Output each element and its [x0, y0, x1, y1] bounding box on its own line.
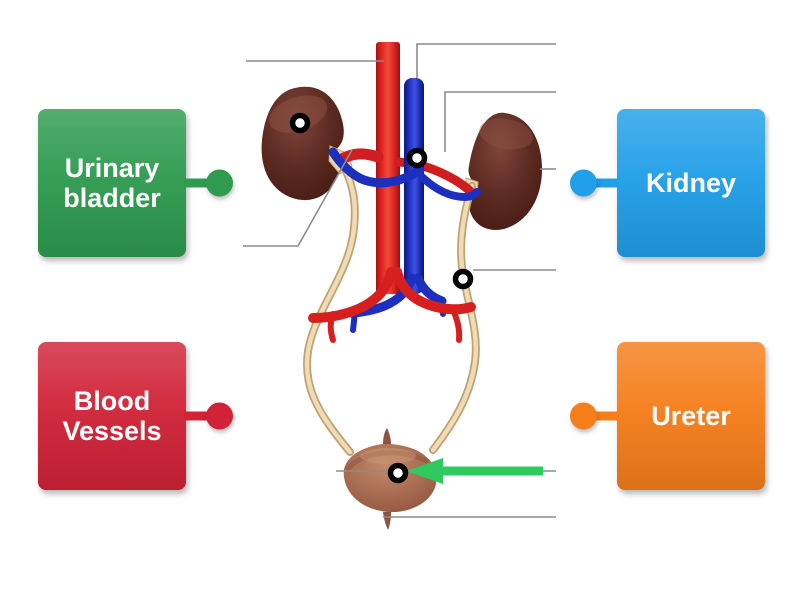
hotspot-ureter[interactable] [452, 268, 474, 290]
hotspot-bladder[interactable] [387, 462, 409, 484]
aorta [376, 42, 400, 294]
answer-label-text: Ureter [651, 400, 731, 431]
bladder [343, 428, 437, 530]
anatomy-illustration [261, 42, 543, 530]
ureters [302, 156, 480, 456]
arrow-layer [406, 458, 543, 484]
answer-label-text: Urinary bladder [63, 152, 161, 213]
answer-label-text: Kidney [645, 167, 737, 198]
answer-label-kidney[interactable]: Kidney [570, 109, 765, 257]
right-kidney [468, 112, 543, 230]
hotspot-blood-vessels[interactable] [406, 147, 428, 169]
hotspots-layer [289, 112, 474, 484]
answer-label-ureter[interactable]: Ureter [570, 342, 765, 490]
hotspot-left-kidney[interactable] [289, 112, 311, 134]
line-left-hilum [243, 149, 353, 247]
vena-cava [404, 78, 424, 294]
line-vena-cava-top [416, 43, 556, 78]
answer-label-blood-vessels[interactable]: Blood Vessels [38, 342, 233, 490]
answer-label-text: Blood Vessels [62, 385, 162, 446]
line-renal-vessels [444, 91, 556, 152]
iliac-arteries [308, 267, 476, 343]
bladder-answer-arrow [406, 458, 543, 484]
answer-label-urinary-bladder[interactable]: Urinary bladder [38, 109, 233, 257]
